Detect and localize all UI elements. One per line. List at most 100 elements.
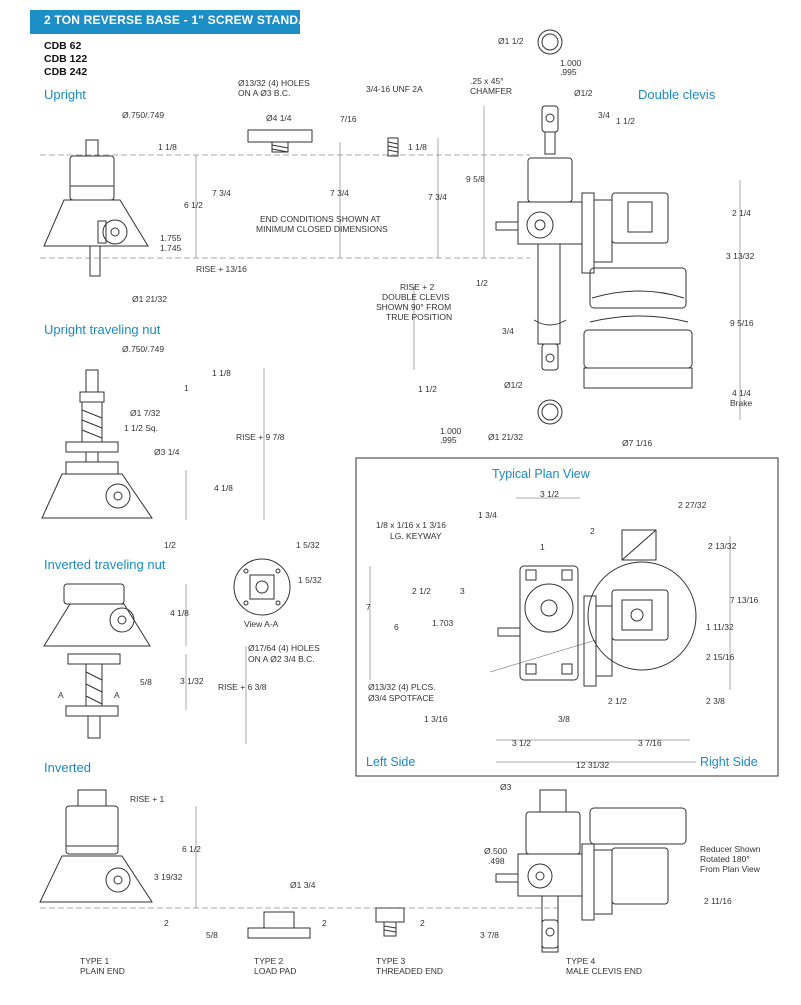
plan-1-11-32: 1 11/32 bbox=[706, 622, 734, 632]
clevis-rise-3: SHOWN 90° FROM bbox=[376, 302, 451, 312]
clevis-2-1-4: 2 1/4 bbox=[732, 208, 751, 218]
clevis-1000: 1.000 bbox=[560, 58, 582, 68]
plan-7: 7 bbox=[366, 602, 371, 612]
plan-3-7-16: 3 7/16 bbox=[638, 738, 662, 748]
upright-jack bbox=[43, 139, 149, 277]
itn-a1: A bbox=[58, 690, 64, 700]
plan-plcs-2: Ø3/4 SPOTFACE bbox=[368, 693, 434, 703]
itn-4-1-8: 4 1/8 bbox=[170, 608, 189, 618]
upright-rise: RISE + 13/16 bbox=[196, 264, 247, 274]
utn-1: 1 bbox=[184, 383, 189, 393]
inv-2-b: 2 bbox=[322, 918, 327, 928]
threaded-spec: 3/4-16 UNF 2A bbox=[366, 84, 423, 94]
clevis-995-b: .995 bbox=[440, 435, 457, 445]
threaded-end-bottom bbox=[375, 907, 405, 937]
threaded-dim-7-3-4: 7 3/4 bbox=[428, 192, 447, 202]
itn-5-8: 5/8 bbox=[140, 677, 152, 687]
clevis-3-13-32: 3 13/32 bbox=[726, 251, 755, 261]
loadpad-dim-7-16: 7/16 bbox=[340, 114, 357, 124]
utn-1-1-8: 1 1/8 bbox=[212, 368, 231, 378]
inv-2: 2 bbox=[164, 918, 169, 928]
plan-keyway-1: 1/8 x 1/16 x 1 3/16 bbox=[376, 520, 446, 530]
clevis-1-1-2-b: 1 1/2 bbox=[418, 384, 437, 394]
plan-view-drawing bbox=[497, 529, 697, 687]
view-aa-1-5-32-a: 1 5/32 bbox=[296, 540, 320, 550]
inv-dia-500: Ø.500 bbox=[484, 846, 507, 856]
inv-2-11-16: 2 11/16 bbox=[704, 896, 732, 906]
plan-left-side: Left Side bbox=[366, 755, 415, 769]
plan-view-title: Typical Plan View bbox=[492, 467, 591, 481]
section-inverted: Inverted bbox=[44, 760, 91, 775]
note-line-1: END CONDITIONS SHOWN AT bbox=[260, 214, 381, 224]
clevis-rise-2: DOUBLE CLEVIS bbox=[382, 292, 450, 302]
plan-plcs-1: Ø13/32 (4) PLCS. bbox=[368, 682, 436, 692]
inv-dia-3: Ø3 bbox=[500, 782, 512, 792]
note-line-2: MINIMUM CLOSED DIMENSIONS bbox=[256, 224, 388, 234]
model-cdb122: CDB 122 bbox=[44, 53, 88, 65]
plan-3-1-2-b: 3 1/2 bbox=[512, 738, 531, 748]
utn-1-2: 1/2 bbox=[164, 540, 176, 550]
threaded-dim-1-1-8: 1 1/8 bbox=[408, 142, 427, 152]
clevis-9-5-8: 9 5/8 bbox=[466, 174, 485, 184]
plan-3-1-2-top: 3 1/2 bbox=[540, 489, 559, 499]
type4-label: TYPE 4 bbox=[566, 956, 596, 966]
upright-dia-1-21-32: Ø1 21/32 bbox=[132, 294, 167, 304]
plan-12-31-32: 12 31/32 bbox=[576, 760, 609, 770]
clevis-995: .995 bbox=[560, 67, 577, 77]
plan-keyway-2: LG. KEYWAY bbox=[390, 531, 442, 541]
itn-3-1-32: 3 1/32 bbox=[180, 676, 204, 686]
loadpad-dim-7-3-4: 7 3/4 bbox=[330, 188, 349, 198]
section-upright: Upright bbox=[44, 87, 86, 102]
type1-label: TYPE 1 bbox=[80, 956, 110, 966]
clevis-chamfer-2: CHAMFER bbox=[470, 86, 512, 96]
inverted-traveling-nut-jack bbox=[43, 583, 151, 739]
upright-dim-1745: 1.745 bbox=[160, 243, 182, 253]
clevis-1-2: 1/2 bbox=[476, 278, 488, 288]
loadpad-holes-1: Ø13/32 (4) HOLES bbox=[238, 78, 310, 88]
plan-2-27-32: 2 27/32 bbox=[678, 500, 707, 510]
clevis-dia-1-21-32: Ø1 21/32 bbox=[488, 432, 523, 442]
plan-2-1-2-b: 2 1/2 bbox=[608, 696, 627, 706]
clevis-1-1-2: 1 1/2 bbox=[616, 116, 635, 126]
clevis-rise-1: RISE + 2 bbox=[400, 282, 435, 292]
view-aa-holes-2: ON A Ø2 3/4 B.C. bbox=[248, 654, 315, 664]
plan-right-side: Right Side bbox=[700, 755, 758, 769]
type2-desc: LOAD PAD bbox=[254, 966, 296, 976]
model-cdb62: CDB 62 bbox=[44, 40, 82, 52]
plan-1-3-16: 1 3/16 bbox=[424, 714, 448, 724]
clevis-chamfer-1: .25 x 45° bbox=[470, 76, 504, 86]
upright-dim-7-3-4: 7 3/4 bbox=[212, 188, 231, 198]
upright-dim-1-1-8: 1 1/8 bbox=[158, 142, 177, 152]
view-aa-holes-1: Ø17/64 (4) HOLES bbox=[248, 643, 320, 653]
double-clevis-jack bbox=[495, 29, 693, 425]
upright-dim-1755: 1.755 bbox=[160, 233, 182, 243]
inv-rise: RISE + 1 bbox=[130, 794, 165, 804]
upright-traveling-nut-jack bbox=[41, 369, 153, 519]
clevis-pin: Ø1/2 bbox=[574, 88, 593, 98]
clevis-pin-b: Ø1/2 bbox=[504, 380, 523, 390]
plan-2-15-16: 2 15/16 bbox=[706, 652, 735, 662]
dimension-lines bbox=[40, 106, 741, 909]
inverted-jack bbox=[39, 789, 153, 903]
inv-5-8: 5/8 bbox=[206, 930, 218, 940]
plan-6: 6 bbox=[394, 622, 399, 632]
title-text: 2 TON REVERSE BASE - 1" SCREW STANDARD bbox=[44, 13, 325, 27]
inv-6-1-2: 6 1/2 bbox=[182, 844, 201, 854]
type1-desc: PLAIN END bbox=[80, 966, 125, 976]
clevis-3-4-b: 3/4 bbox=[502, 326, 514, 336]
type4-desc: MALE CLEVIS END bbox=[566, 966, 642, 976]
plan-7-13-16: 7 13/16 bbox=[730, 595, 759, 605]
utn-sq: 1 1/2 Sq. bbox=[124, 423, 158, 433]
section-upright-traveling-nut: Upright traveling nut bbox=[44, 322, 161, 337]
model-cdb242: CDB 242 bbox=[44, 66, 88, 78]
inv-reducer-1: Reducer Shown bbox=[700, 844, 761, 854]
plan-1703: 1.703 bbox=[432, 618, 454, 628]
plan-2-1-2: 2 1/2 bbox=[412, 586, 431, 596]
type2-label: TYPE 2 bbox=[254, 956, 284, 966]
plan-2-3-8: 2 3/8 bbox=[706, 696, 725, 706]
clevis-brake: Brake bbox=[730, 398, 752, 408]
plan-2-13-32: 2 13/32 bbox=[708, 541, 737, 551]
utn-4-1-8: 4 1/8 bbox=[214, 483, 233, 493]
threaded-end-top bbox=[387, 137, 399, 157]
plan-1-3-4: 1 3/4 bbox=[478, 510, 497, 520]
